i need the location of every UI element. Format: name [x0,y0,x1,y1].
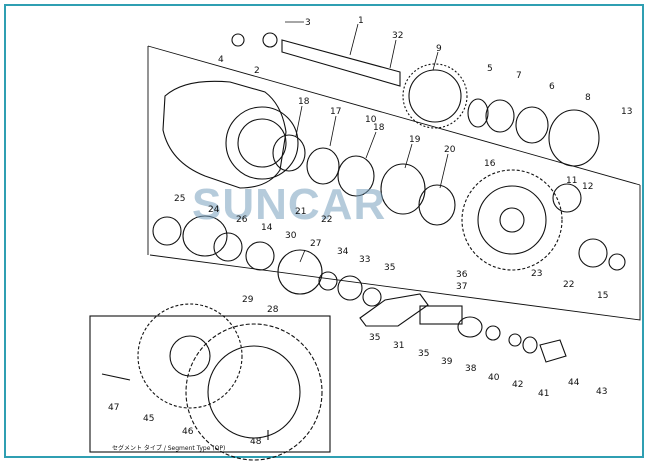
callout-50: 48 [250,437,262,447]
callout-6: 6 [549,82,555,92]
callout-2: 2 [254,66,260,76]
callout-21: 21 [295,207,306,217]
callout-30: 29 [242,295,254,305]
callout-43: 41 [538,389,549,399]
callout-20: 20 [444,145,456,155]
callout-38: 36 [456,270,468,280]
callout-3: 3 [305,18,311,28]
image-frame [4,4,644,458]
callout-37: 35 [418,349,429,359]
callout-25: 24 [208,205,220,215]
callout-35: 34 [337,247,349,257]
callout-23: 22 [563,280,574,290]
inset-caption: セグメント タイプ / Segment Type (OP) [112,445,226,452]
callout-4: 4 [218,55,224,65]
callout-27: 26 [236,215,248,225]
callout-46: 44 [568,378,580,388]
callout-13: 13 [621,107,632,117]
callout-42: 40 [488,373,500,383]
callout-40: 38 [465,364,477,374]
callout-47: 45 [143,414,154,424]
callout-18: 18 [298,97,310,107]
callout-19: 19 [409,135,421,145]
callout-14: 14 [261,223,273,233]
callout-49: 47 [108,403,119,413]
callout-48: 46 [182,427,194,437]
callout-45: 43 [596,387,607,397]
callout-15: 15 [597,291,608,301]
callout-28: 27 [310,239,321,249]
callout-44: 42 [512,380,523,390]
callout-12: 12 [582,182,593,192]
callout-16: 16 [484,159,496,169]
callout-34: 33 [359,255,370,265]
callout-22: 22 [321,215,332,225]
callout-8: 8 [585,93,591,103]
callout-33: 32 [392,31,403,41]
callout-5: 5 [487,64,493,74]
callout-39: 37 [456,282,467,292]
callout-9: 9 [436,44,442,54]
callout-24: 23 [531,269,542,279]
callout-29: 28 [267,305,279,315]
callout-11: 11 [566,176,577,186]
callout-1: 1 [358,16,364,26]
callout-7: 7 [516,71,522,81]
callout-26: 25 [174,194,185,204]
watermark-text: SUNCAR [192,180,387,229]
callout-35b: 35 [384,263,395,273]
callout-10: 10 [365,115,377,125]
callout-17: 17 [330,107,341,117]
callout-41: 39 [441,357,453,367]
callout-31: 30 [285,231,297,241]
callout-36: 35 [369,333,380,343]
callout-32: 31 [393,341,404,351]
callout-18b: 18 [373,123,385,133]
